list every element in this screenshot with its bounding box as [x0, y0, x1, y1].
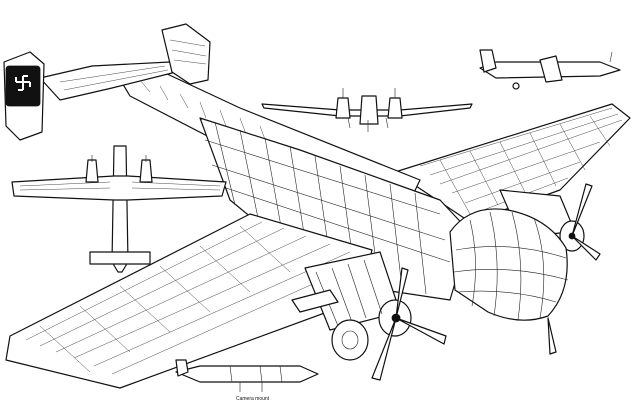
glazed-nose — [449, 208, 569, 321]
camera-mount-callout: Camera mount — [236, 396, 270, 402]
bomb-bay-store — [291, 289, 339, 313]
tail-fin-right — [161, 23, 211, 85]
port-engine-nacelle — [304, 251, 412, 337]
main-landing-gear — [331, 319, 369, 361]
inset-side-view-upper — [479, 49, 621, 90]
swastika-tail-marking — [15, 75, 31, 91]
inset-plan-view — [11, 145, 227, 273]
inset-front-view — [261, 88, 473, 132]
port-wing — [5, 213, 373, 389]
main-cutaway-view — [3, 23, 631, 389]
tail-fin-left — [3, 51, 45, 141]
nose-engine-propeller — [547, 317, 557, 355]
port-propeller — [371, 267, 447, 381]
starboard-wing — [394, 103, 631, 223]
starboard-propeller — [571, 183, 601, 261]
inset-side-view-lower — [175, 359, 319, 392]
